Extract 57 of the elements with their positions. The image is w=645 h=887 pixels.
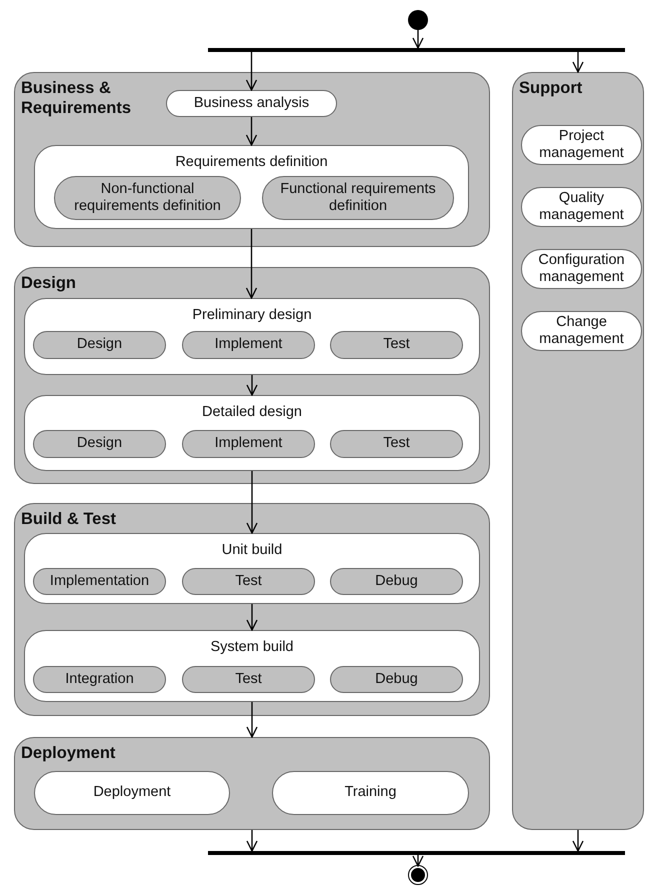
group-title: Requirements definition	[175, 154, 328, 170]
swimlane	[14, 737, 490, 830]
arrow	[572, 830, 584, 852]
activity-group	[24, 298, 480, 375]
activity-node: Test	[330, 331, 463, 359]
activity-node: Test	[182, 666, 315, 693]
activity-group	[24, 533, 480, 604]
activity-node: Integration	[33, 666, 166, 693]
lane-title: Support	[519, 79, 582, 99]
activity-group	[24, 630, 480, 702]
group-title: Preliminary design	[192, 307, 312, 323]
activity-node: Change management	[521, 311, 642, 351]
activity-node: Debug	[330, 568, 463, 595]
arrow	[246, 702, 258, 738]
activity-node: Quality management	[521, 187, 642, 227]
arrow	[246, 117, 258, 146]
sync-bar	[208, 851, 625, 855]
sync-bar	[208, 48, 625, 52]
arrow	[246, 375, 258, 396]
start-node	[408, 10, 428, 30]
activity-node: Design	[33, 331, 166, 359]
activity-node: Debug	[330, 666, 463, 693]
group-title: System build	[210, 639, 294, 655]
swimlane	[14, 267, 490, 484]
activity-node: Implement	[182, 331, 315, 359]
activity-node: Implement	[182, 430, 315, 458]
activity-node: Training	[272, 771, 469, 815]
lane-title: Business & Requirements	[21, 79, 132, 119]
swimlane	[14, 503, 490, 716]
arrow	[412, 30, 424, 49]
arrow	[246, 604, 258, 631]
activity-node: Configuration management	[521, 249, 642, 289]
arrow	[246, 471, 258, 534]
arrow	[572, 52, 584, 73]
end-node	[409, 866, 427, 884]
activity-group	[24, 395, 480, 471]
swimlane	[512, 72, 644, 830]
activity-node: Project management	[521, 125, 642, 165]
activity-node: Business analysis	[166, 90, 337, 117]
activity-node: Non-functional requirements definition	[54, 176, 241, 220]
lane-title: Design	[21, 274, 76, 294]
arrow	[246, 229, 258, 299]
activity-node: Deployment	[34, 771, 230, 815]
lane-title: Build & Test	[21, 510, 116, 530]
arrow	[246, 830, 258, 852]
arrow	[246, 52, 258, 91]
arrow	[412, 855, 424, 867]
group-title: Unit build	[222, 542, 282, 558]
activity-node: Test	[330, 430, 463, 458]
lane-title: Deployment	[21, 744, 116, 764]
activity-node: Functional requirements definition	[262, 176, 454, 220]
swimlane	[14, 72, 490, 247]
activity-node: Design	[33, 430, 166, 458]
activity-node: Implementation	[33, 568, 166, 595]
activity-node: Test	[182, 568, 315, 595]
group-title: Detailed design	[202, 404, 302, 420]
activity-group	[34, 145, 469, 229]
